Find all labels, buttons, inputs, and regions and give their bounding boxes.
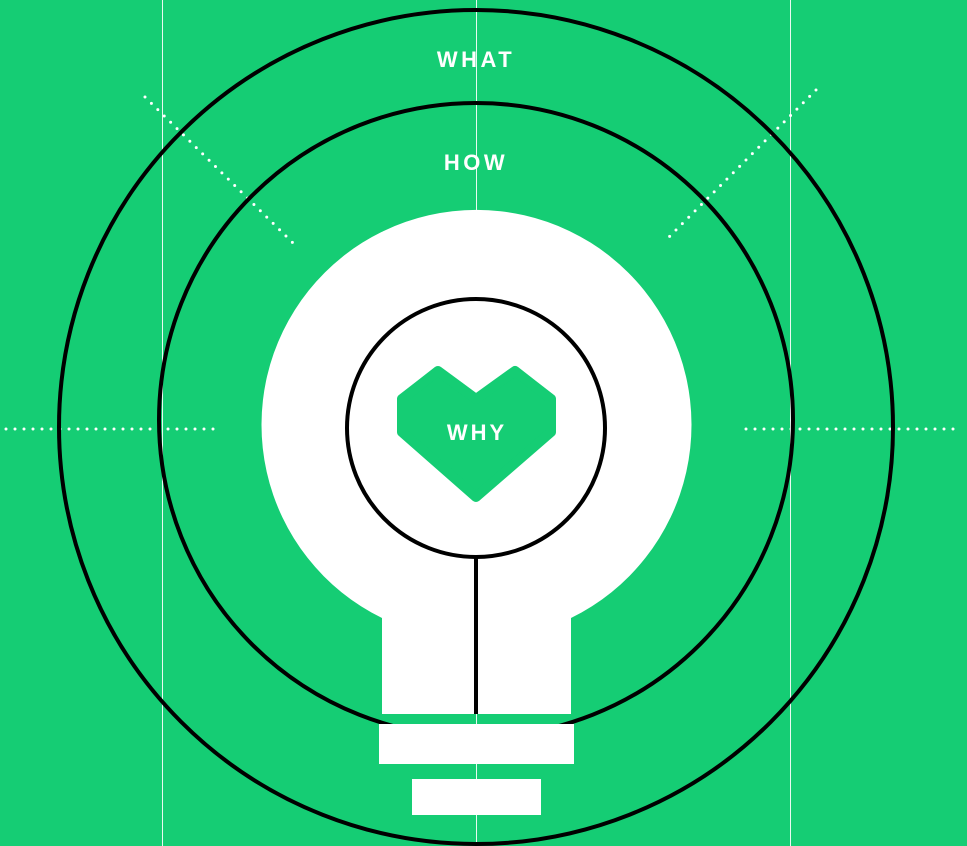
lightbulb-base-upper [379,724,574,764]
label-how: HOW [444,150,508,175]
lightbulb-base-lower [412,779,541,815]
label-why: WHY [447,420,507,445]
label-what: WHAT [437,47,515,72]
